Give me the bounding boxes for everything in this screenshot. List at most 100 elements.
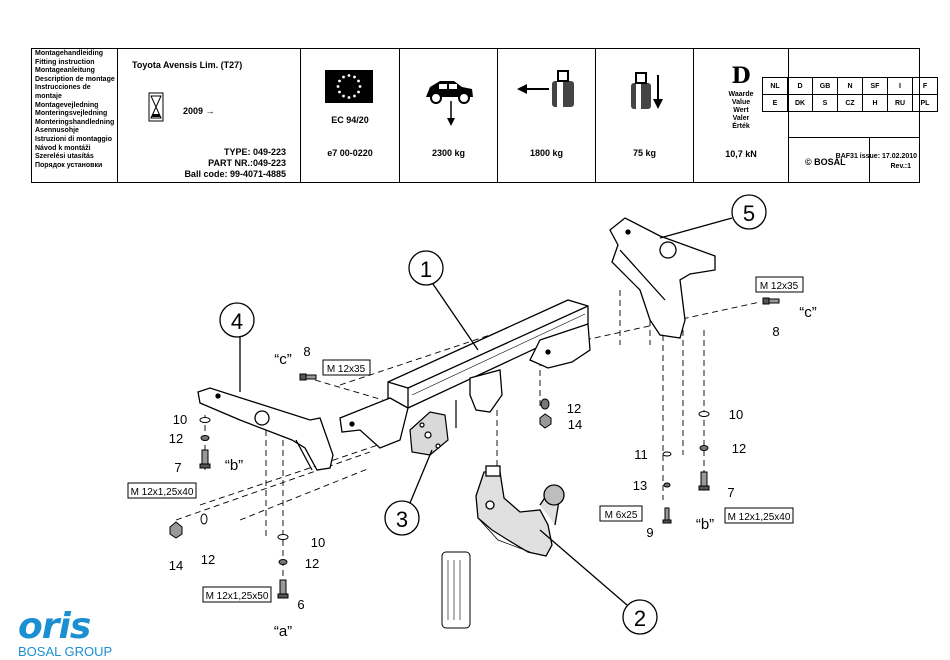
languages-cell: Montagehandleiding Fitting instruction M… [32,49,118,182]
label-m12x35-left: M 12x35 [327,364,366,375]
assembly-lines [175,290,761,590]
flag-star [342,75,345,79]
d-word: Érték [732,123,750,130]
label-8-left: 8 [303,344,310,359]
label-6: 6 [297,597,304,612]
lockwasher-12-bottom [278,559,288,565]
issue-box: BAF31 issue: 17.02.2010 Rev.:1 [836,137,919,182]
eu-flag-icon [325,70,373,103]
language-item: Порядок установки [35,161,103,169]
revision-text: Rev.:1 [890,163,912,170]
approval-cell: EC 94/20 e7 00-0220 [301,49,400,182]
flag-star [358,85,362,88]
flag-star [338,90,341,94]
flag-star [353,75,356,79]
label-m12x35-right: M 12x35 [760,281,799,292]
callout-number: 5 [743,201,755,226]
tow-ball [475,465,565,557]
label-7-right: 7 [727,485,734,500]
nut-14-left [169,521,183,539]
label-14-mid: 14 [568,417,582,432]
label-9: 9 [646,525,653,540]
country-row: E DK S CZ H RU PL [762,94,938,112]
issue-text: BAF31 issue: 17.02.2010 [835,153,917,160]
part-number: PART NR.:049-223 [208,158,286,168]
language-item: Instrucciones de montaje [35,84,91,100]
bolt-7-right [698,471,710,491]
cross-beam [339,299,591,449]
d-words: Waarde Value Wert Valer Érték [694,91,788,131]
label-10-left: 10 [173,412,187,427]
vehicle-cell: Toyota Avensis Lim. (T27) 2009 → TYPE: 0… [118,49,301,182]
d-word: Wert [733,107,749,114]
callout-5: 5 [659,194,767,239]
label-12-right: 12 [732,441,746,456]
trailer-mass-cell: 1800 kg [498,49,596,182]
country-cell: © BOSAL BAF31 issue: 17.02.2010 Rev.:1 [789,49,919,182]
ball-code: Ball code: 99-4071-4885 [184,169,286,179]
washer-10-bottom [277,534,289,540]
logo-wordmark: oris [18,606,91,647]
label-7-left: 7 [174,460,181,475]
vertical-load-cell: 75 kg [596,49,694,182]
type-number: TYPE: 049-223 [223,147,286,157]
label-12-left-b: 12 [201,552,215,567]
label-10-bottom: 10 [311,535,325,550]
weight-down-icon [631,72,663,109]
callout-number: 2 [634,606,646,631]
towing-mass-cell: 2300 kg [400,49,498,182]
flag-star [338,79,341,83]
approval-sticker [441,551,471,629]
language-item: Szerelési utasítás [35,153,94,161]
flag-star [336,85,340,88]
trailer-mass-value: 1800 kg [529,148,564,158]
year-range: 2009 → [183,106,215,116]
flag-star [357,79,360,83]
label-m12x125x40-left: M 12x1,25x40 [131,487,194,498]
callout-number: 1 [420,257,432,282]
label-m12x125x50: M 12x1,25x50 [206,591,269,602]
washer-12-left [200,513,208,525]
lockwasher-12-left [200,435,210,441]
oris-logo: oris BOSAL GROUP [18,606,112,660]
washer-11 [662,451,672,457]
washer-10-right [698,411,710,417]
label-c-left: “c” [274,351,292,368]
lockwasher-12-right [699,445,709,451]
flag-star [347,74,351,77]
language-item: Montagehandleiding [35,50,104,57]
country-row: NL D GB N SF I F [762,77,938,95]
label-11: 11 [634,447,648,462]
left-bracket [197,387,334,471]
hourglass-icon [148,92,164,122]
callout-number: 4 [231,309,243,334]
label-a: “a” [274,623,292,640]
label-12-bottom: 12 [305,556,319,571]
flag-star [357,90,360,94]
d-word: Waarde [728,91,754,98]
language-list: Montagehandleiding Fitting instruction M… [35,50,117,170]
vehicle-name: Toyota Avensis Lim. (T27) [132,60,243,70]
flag-star [342,94,345,98]
d-word: Valer [732,115,750,122]
country-table: NL D GB N SF I F E DK S CZ H RU PL [762,77,938,112]
language-item: Návod k montáži [35,144,91,152]
flag-star [347,96,351,99]
bolt-6 [277,579,289,599]
label-13: 13 [633,478,647,493]
label-m12x125x40-right: M 12x1,25x40 [728,512,791,523]
approval-standard: EC 94/20 [331,115,369,125]
language-item: Monteringshandledning [35,118,115,126]
copyright-text: © BOSAL [805,157,846,167]
callout-number: 3 [396,507,408,532]
car-load-icon [426,81,473,126]
right-bracket [609,217,716,339]
towing-mass-value: 2300 kg [431,148,466,158]
language-item: Monteringsvejledning [35,110,108,118]
bolt-8-left [299,373,317,381]
socket-plate [409,400,457,456]
callout-4: 4 [219,302,255,392]
country-code: RU [887,94,913,112]
language-item: Montagevejledning [35,101,99,109]
